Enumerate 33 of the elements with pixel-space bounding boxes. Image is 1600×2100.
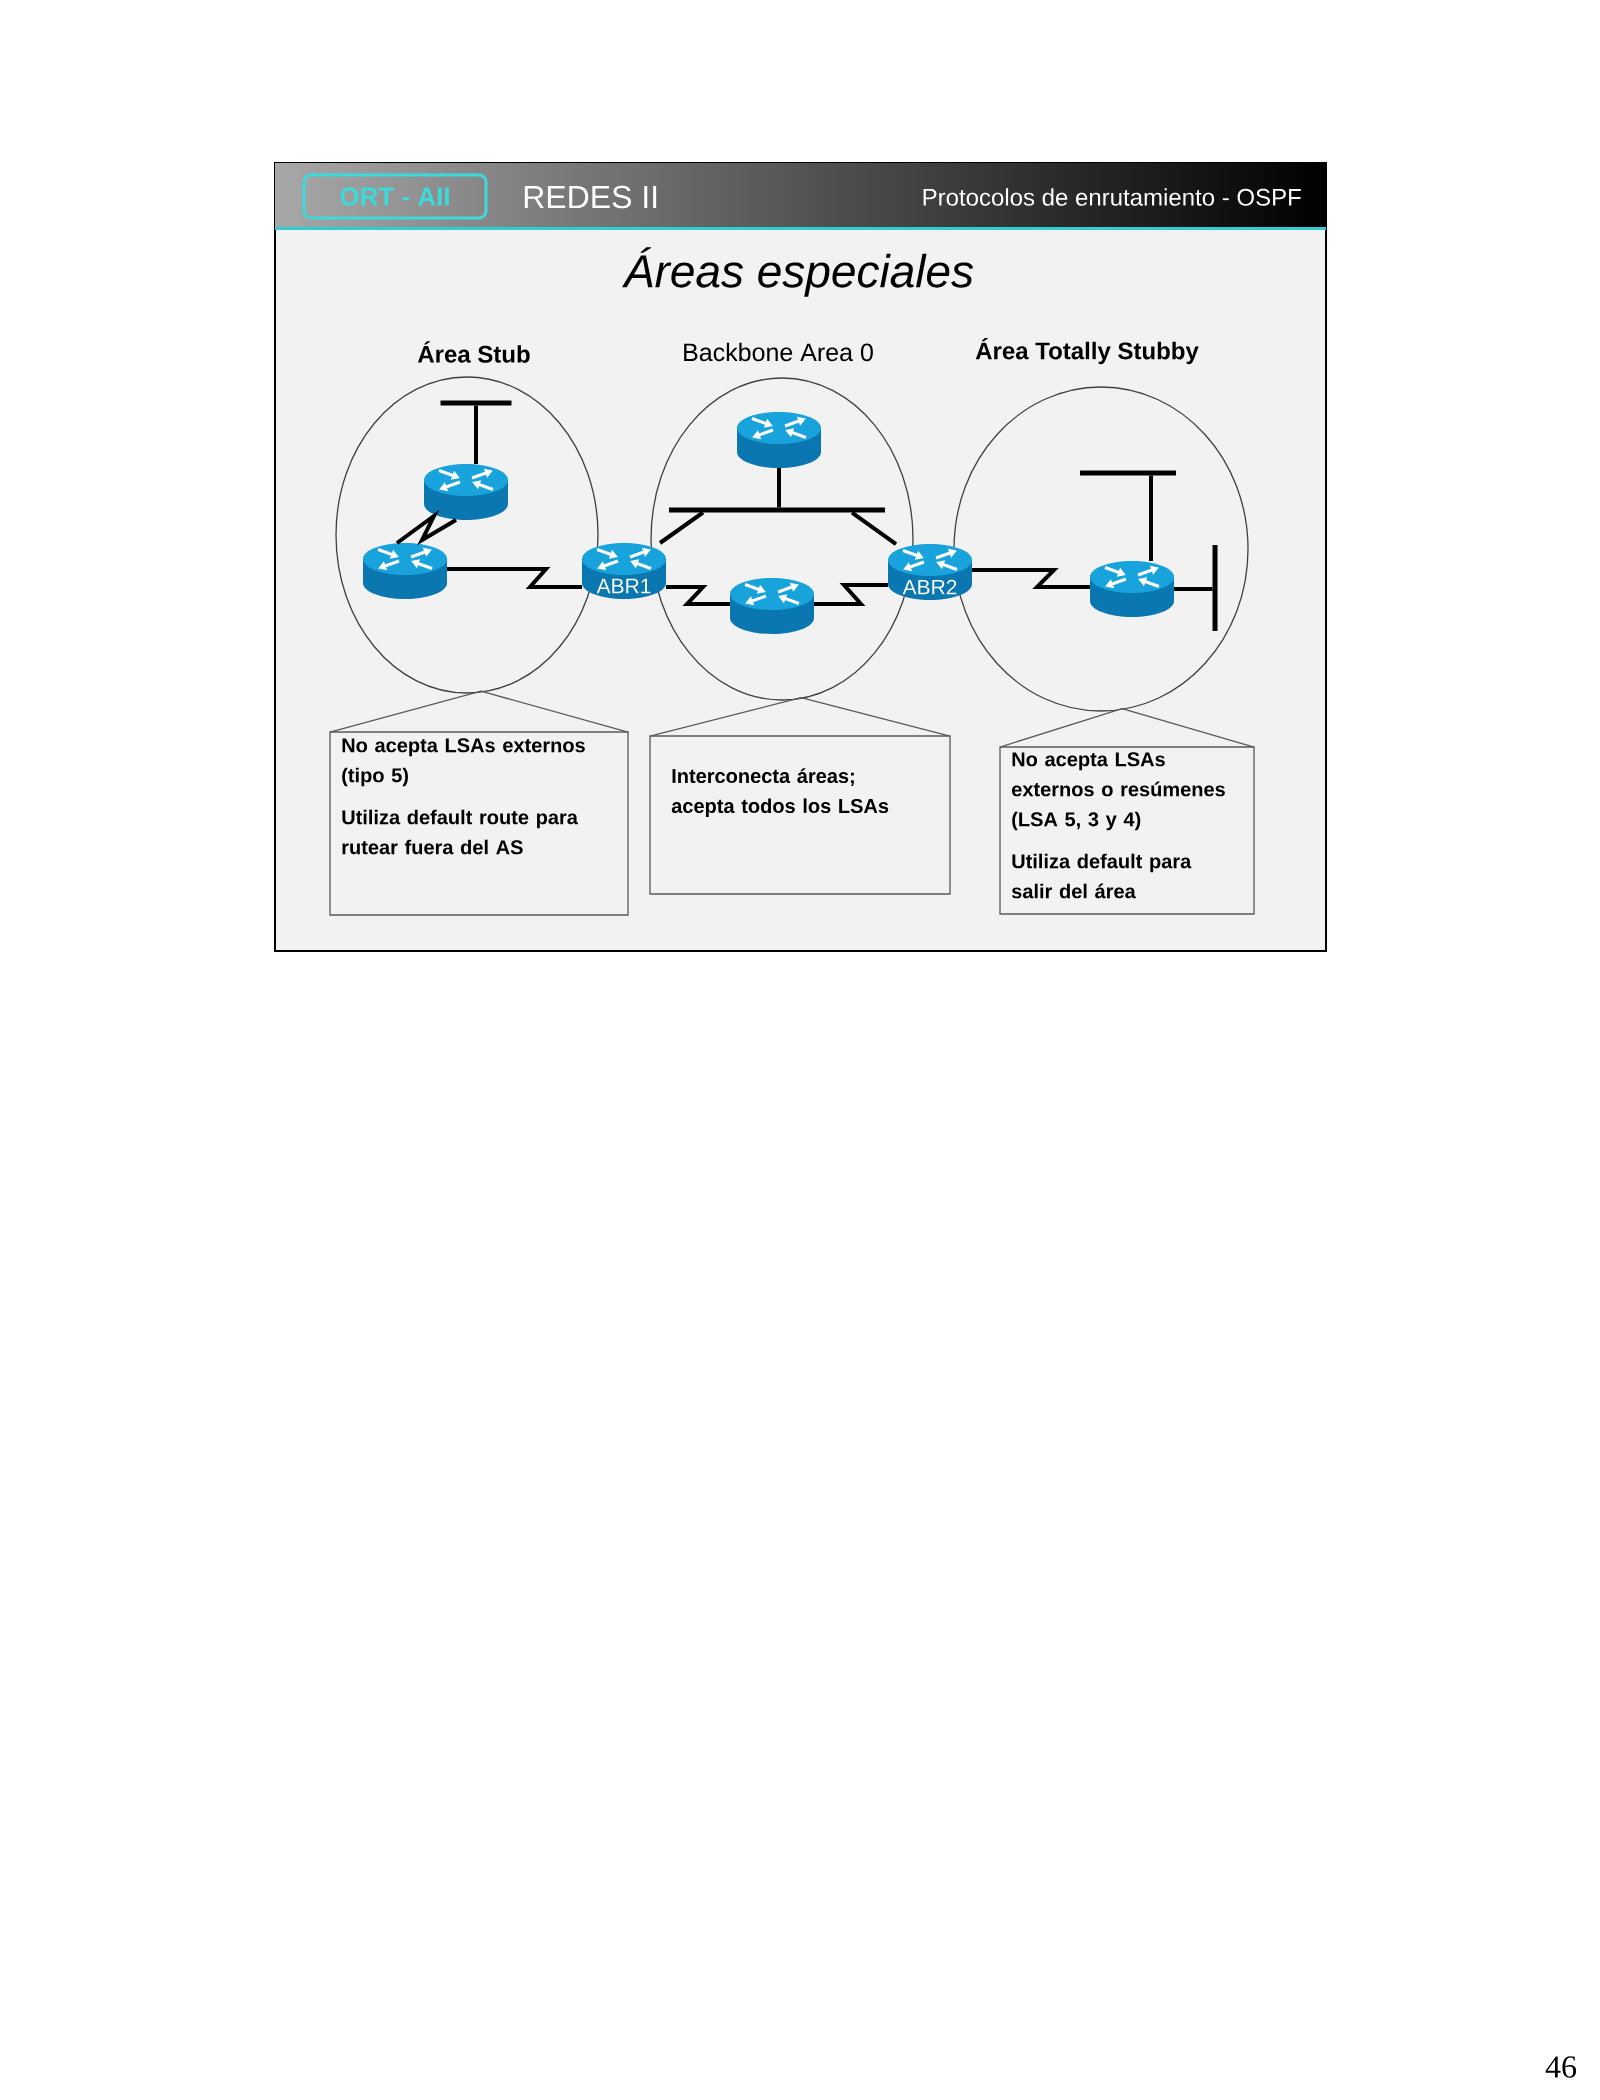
router-icon (363, 543, 447, 599)
page-number: 46 (1545, 2056, 1577, 2078)
link-line (1149, 475, 1153, 561)
link-line (474, 405, 478, 464)
course-tag: ORT - AII (302, 173, 488, 220)
zigzag-link (447, 567, 582, 589)
zigzag-link (395, 509, 458, 546)
header-subtitle: Protocolos de enrutamiento - OSPF (923, 188, 1301, 206)
slide-title: Áreas especiales (622, 247, 974, 297)
area-heading: Área Totally Stubby (975, 337, 1199, 365)
router: ABR2 (888, 544, 972, 600)
router-icon (737, 412, 821, 468)
lan-bar (669, 507, 885, 513)
router-icon (424, 464, 508, 520)
router-icon (730, 578, 814, 634)
router: ABR1 (582, 543, 666, 599)
link-line (658, 510, 705, 545)
callout-box: Interconecta áreas; acepta todos los LSAs (649, 735, 951, 895)
link-line (777, 468, 781, 508)
lan-bar (1212, 545, 1218, 631)
zigzag-link (814, 583, 888, 606)
callout-box: No acepta LSAs externos (tipo 5) Utiliza default route para rutear fuera del AS (329, 731, 629, 916)
link-line (850, 510, 898, 546)
zigzag-link (666, 585, 730, 606)
zigzag-link (972, 568, 1090, 589)
area-heading: Área Stub (417, 341, 530, 363)
lan-bar (1080, 470, 1176, 476)
router-icon (1090, 561, 1174, 617)
callout-box: No acepta LSAs externos o resúmenes (LSA 5, 3 y 4) Utiliza default para salir del área (999, 746, 1255, 915)
link-line (1174, 587, 1213, 591)
course-title: REDES II (524, 185, 657, 209)
area-heading: Backbone Area 0 (684, 342, 873, 362)
lan-bar (440, 400, 512, 406)
